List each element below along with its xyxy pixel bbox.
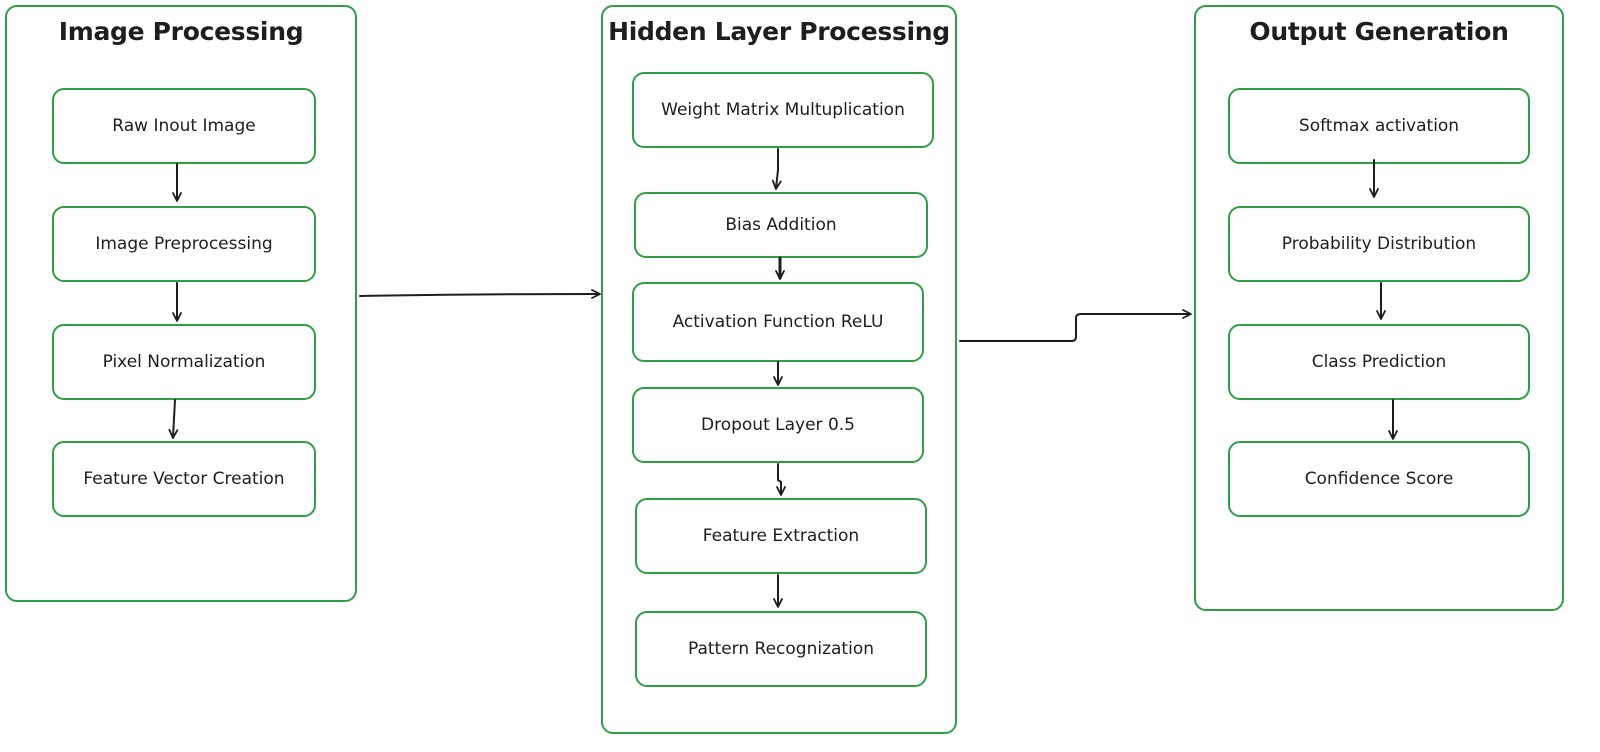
node-probability-distribution[interactable]: Probability Distribution bbox=[1228, 206, 1530, 282]
edge-hidden-layer-to-output bbox=[959, 309, 1192, 342]
node-feature-vector-creation[interactable]: Feature Vector Creation bbox=[52, 441, 316, 517]
node-image-preprocessing[interactable]: Image Preprocessing bbox=[52, 206, 316, 282]
group-title-hidden-layer-processing: Hidden Layer Processing bbox=[608, 17, 950, 46]
node-dropout-layer[interactable]: Dropout Layer 0.5 bbox=[632, 387, 924, 463]
group-title-output-generation: Output Generation bbox=[1249, 17, 1509, 46]
node-activation-function-relu[interactable]: Activation Function ReLU bbox=[632, 282, 924, 362]
node-softmax-activation[interactable]: Softmax activation bbox=[1228, 88, 1530, 164]
node-weight-matrix-multiplication[interactable]: Weight Matrix Multuplication bbox=[632, 72, 934, 148]
node-bias-addition[interactable]: Bias Addition bbox=[634, 192, 928, 258]
edge-image-processing-to-hidden-layer bbox=[359, 289, 601, 299]
group-title-image-processing: Image Processing bbox=[58, 17, 304, 46]
node-class-prediction[interactable]: Class Prediction bbox=[1228, 324, 1530, 400]
node-pattern-recognization[interactable]: Pattern Recognization bbox=[635, 611, 927, 687]
node-pixel-normalization[interactable]: Pixel Normalization bbox=[52, 324, 316, 400]
node-feature-extraction[interactable]: Feature Extraction bbox=[635, 498, 927, 574]
node-confidence-score[interactable]: Confidence Score bbox=[1228, 441, 1530, 517]
node-raw-input-image[interactable]: Raw Inout Image bbox=[52, 88, 316, 164]
